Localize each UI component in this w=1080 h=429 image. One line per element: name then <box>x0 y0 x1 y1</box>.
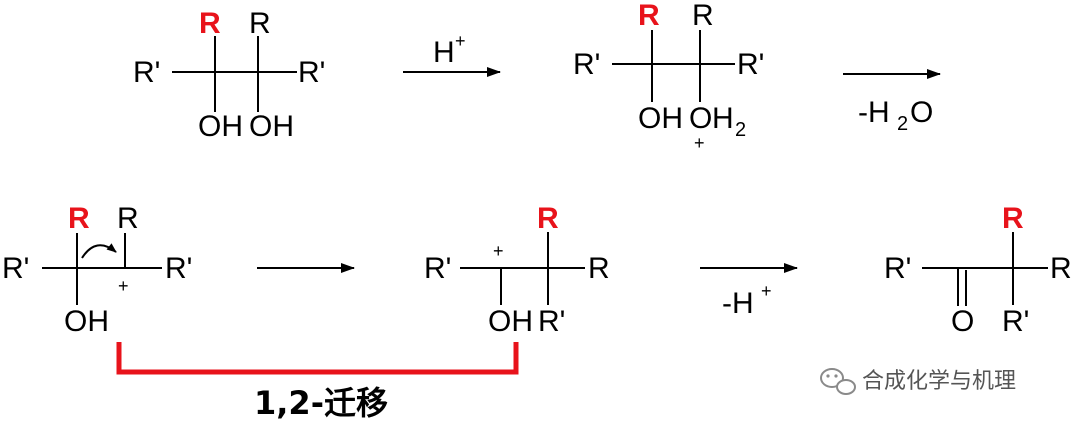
reagent-plus-superscript: + <box>761 281 772 301</box>
atom-oh: OH <box>64 305 109 338</box>
atom-r-migrated: R <box>537 202 559 235</box>
atom-r-prime-right: R' <box>165 252 192 285</box>
charge-plus: + <box>118 276 129 296</box>
atom-r: R <box>249 7 271 40</box>
atom-oh-2: OH <box>249 110 294 143</box>
atom-r-prime-lower: R' <box>538 305 565 338</box>
atom-r-migrated: R <box>1002 202 1024 235</box>
charge-plus: + <box>493 241 504 261</box>
reagent-o: O <box>910 96 933 129</box>
arrow-step-2: -H 2 O <box>843 69 941 135</box>
charge-plus: + <box>694 133 705 153</box>
reagent-minus-h: -H <box>722 287 754 320</box>
reagent-plus-superscript: + <box>455 31 466 51</box>
atom-r-prime-right: R' <box>737 48 764 81</box>
watermark: 合成化学与机理 <box>820 368 1016 395</box>
migration-bracket: 1,2-迁移 <box>116 342 519 422</box>
atom-r-right: R <box>1050 252 1072 285</box>
watermark-text: 合成化学与机理 <box>862 369 1016 394</box>
molecule-migrated-cation: R R' R + OH R' <box>424 202 610 338</box>
atom-r-prime-left: R' <box>133 56 160 89</box>
atom-oh2-subscript: 2 <box>735 119 746 141</box>
atom-r-migrating: R <box>638 0 660 32</box>
atom-o-carbonyl: O <box>951 305 974 338</box>
molecule-pinacol: R R R' R' OH OH <box>133 7 325 143</box>
atom-oh-1: OH <box>198 110 243 143</box>
atom-r-right: R <box>588 252 610 285</box>
bracket-line <box>116 342 519 375</box>
atom-oh: OH <box>638 102 683 135</box>
reagent-h: H <box>433 36 455 69</box>
migration-label: 1,2-迁移 <box>254 384 388 422</box>
atom-r-prime-lower: R' <box>1002 305 1029 338</box>
atom-r-prime-left: R' <box>573 48 600 81</box>
atom-r-migrating: R <box>68 202 90 235</box>
atom-r-prime-left: R' <box>884 252 911 285</box>
molecule-protonated: R R R' R' OH O H 2 + <box>573 0 764 153</box>
atom-r-migrating: R <box>199 7 221 40</box>
reagent-minus-h: -H <box>858 96 890 129</box>
wechat-icon <box>820 368 856 395</box>
atom-r-prime-left: R' <box>2 252 29 285</box>
reagent-subscript-2: 2 <box>897 113 908 135</box>
molecule-carbocation: R R R' R' OH + <box>2 202 192 338</box>
atom-oh2-h: H <box>712 102 734 135</box>
molecule-pinacolone: R R' R O R' <box>884 202 1072 338</box>
arrow-step-4: -H + <box>700 263 798 320</box>
atom-r: R <box>117 202 139 235</box>
atom-r-prime-right: R' <box>298 56 325 89</box>
atom-oh2-o: O <box>689 102 712 135</box>
arrow-step-1: H + <box>403 31 501 77</box>
atom-r: R <box>692 0 714 32</box>
atom-r-prime-left: R' <box>424 252 451 285</box>
curved-migration-arrow <box>81 243 117 259</box>
atom-oh: OH <box>488 305 533 338</box>
